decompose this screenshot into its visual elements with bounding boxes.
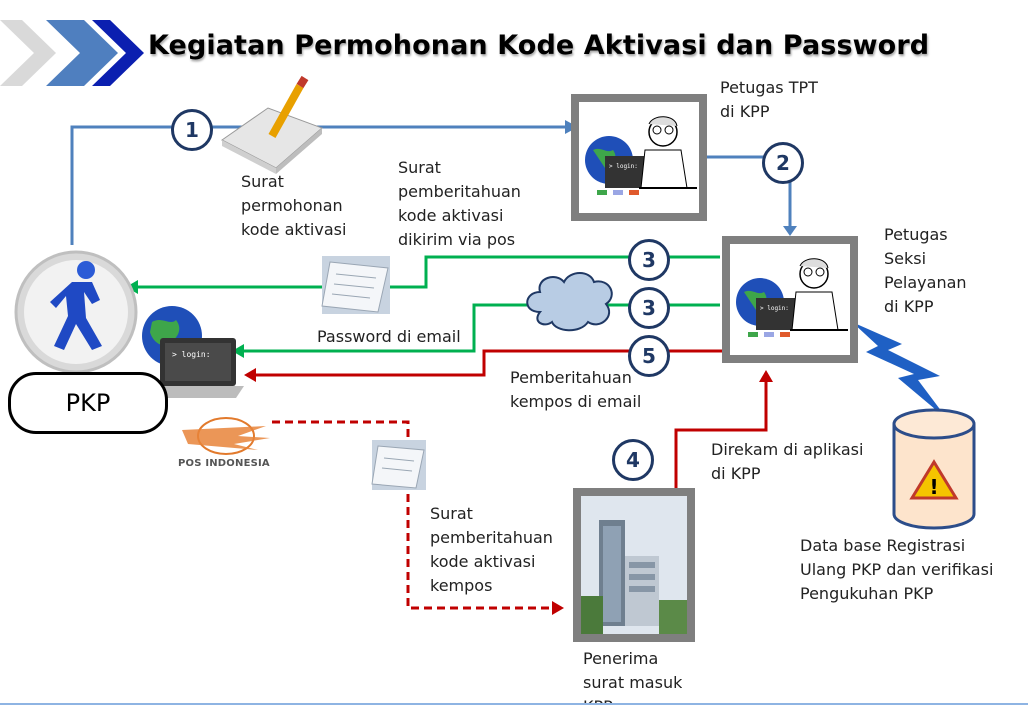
- svg-text:> login:: > login:: [609, 163, 638, 170]
- chevron-icon: [0, 20, 144, 86]
- officer-pelayanan-frame: > login:: [722, 236, 858, 363]
- arrow-head: [759, 370, 773, 382]
- officer-computer-icon: > login:: [585, 116, 697, 195]
- password-email-label: Password di email: [317, 327, 461, 346]
- arrow-head: [552, 601, 564, 615]
- pos-logo-icon: [182, 417, 270, 455]
- petugas-pelayanan-label: Petugas Seksi Pelayanan di KPP: [884, 225, 967, 316]
- lightning-icon: [852, 322, 948, 420]
- arrow-head: [783, 226, 797, 236]
- officer-computer-icon: > login:: [736, 258, 848, 337]
- svg-text:!: !: [929, 475, 938, 499]
- direkam-label: Direkam di aplikasi di KPP: [711, 440, 864, 483]
- step-4-badge: 4: [612, 439, 654, 481]
- envelope-letter-icon: [371, 440, 426, 490]
- officer-tpt-frame: > login:: [571, 94, 707, 221]
- step-3b-badge: 3: [628, 287, 670, 329]
- globe-computer-icon: > login:: [142, 306, 244, 398]
- petugas-tpt-label: Petugas TPT di KPP: [720, 78, 818, 121]
- surat-permohonan-label: Surat permohonan kode aktivasi: [241, 172, 347, 239]
- penerima-label: Penerima surat masuk KPP: [583, 649, 683, 703]
- surat-kempos-label: Surat pemberitahuan kode aktivasi kempos: [430, 504, 553, 595]
- step-2-badge: 2: [762, 142, 804, 184]
- step-3a-badge: 3: [628, 239, 670, 281]
- document-pencil-icon: [221, 75, 323, 174]
- svg-text:> login:: > login:: [760, 305, 789, 312]
- svg-text:> login:: > login:: [172, 350, 211, 359]
- arrow-head: [232, 344, 244, 358]
- red-flow: [256, 349, 768, 610]
- page-title: Kegiatan Permohonan Kode Aktivasi dan Pa…: [148, 30, 930, 61]
- step-1-badge: 1: [171, 109, 213, 151]
- surat-pemberitahuan-pos-label: Surat pemberitahuan kode aktivasi dikiri…: [398, 158, 521, 249]
- pemberitahuan-kempos-label: Pemberitahuan kempos di email: [510, 368, 642, 411]
- walking-person-icon: [14, 250, 138, 374]
- bottom-divider: [0, 703, 1028, 705]
- pkp-actor: PKP: [8, 372, 168, 434]
- envelope-letter-icon: [321, 256, 390, 314]
- cloud-icon: [526, 272, 613, 332]
- building-photo: [573, 488, 695, 642]
- pos-label: POS INDONESIA: [178, 458, 270, 469]
- step-5-badge: 5: [628, 335, 670, 377]
- database-label: Data base Registrasi Ulang PKP dan verif…: [800, 536, 994, 603]
- arrow-head: [244, 368, 256, 382]
- database-warning-icon: !: [892, 408, 976, 530]
